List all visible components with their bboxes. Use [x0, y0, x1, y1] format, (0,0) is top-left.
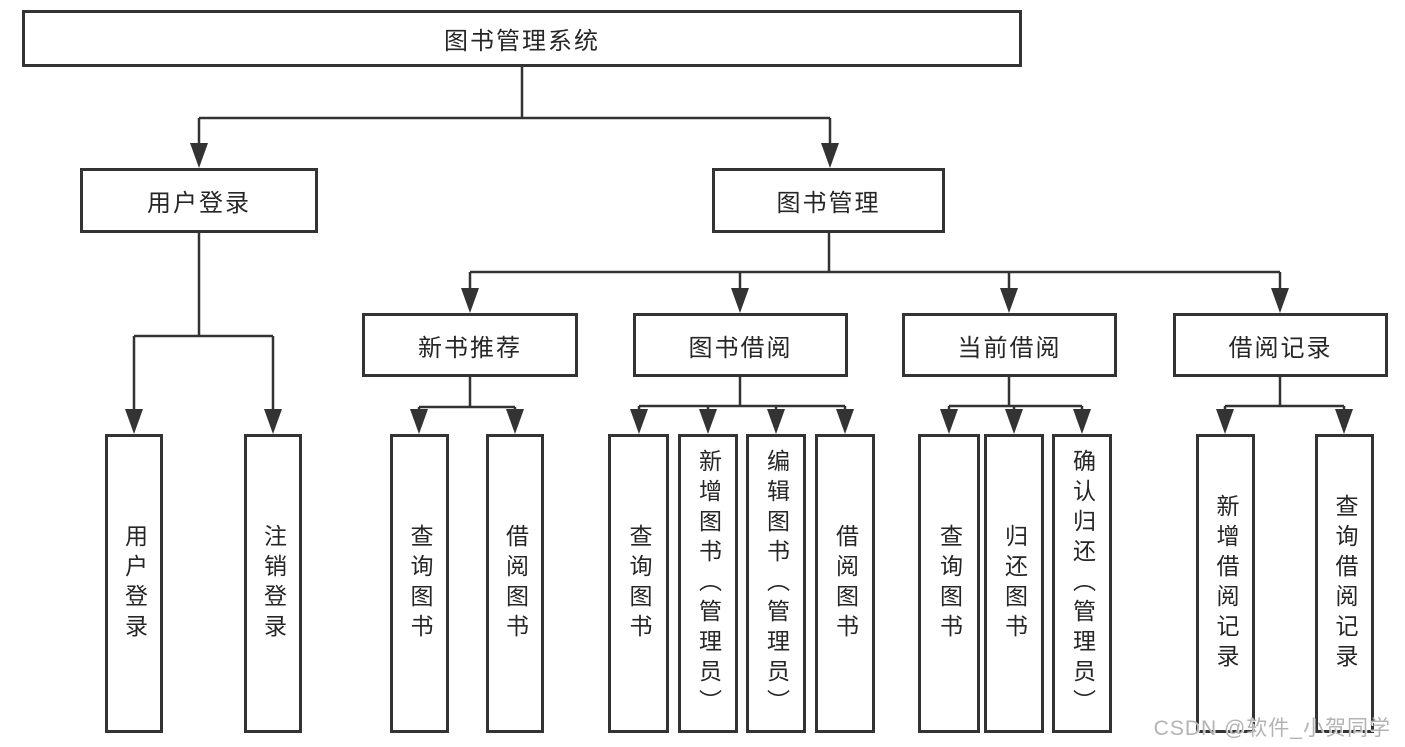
leaf-query-books-recommend: 查询图书: [390, 434, 449, 733]
leaf-label: 查询图书: [407, 523, 433, 644]
leaf-query-books-current: 查询图书: [918, 434, 980, 733]
node-new-book-recommend: 新书推荐: [362, 313, 578, 377]
node-label: 新书推荐: [418, 334, 522, 362]
leaf-label: 归还图书: [1001, 523, 1028, 644]
leaf-query-borrow-record: 查询借阅记录: [1315, 434, 1374, 733]
leaf-label: 查询图书: [626, 523, 652, 644]
leaf-borrow-books: 借阅图书: [815, 434, 875, 733]
node-label: 借阅记录: [1228, 334, 1333, 362]
leaf-label: 查询借阅记录: [1332, 493, 1358, 674]
leaf-query-books-borrowing: 查询图书: [608, 434, 669, 733]
connector-stems: [132, 67, 1346, 414]
node-label: 图书管理: [776, 190, 881, 217]
leaf-label: 编辑图书（管理员）: [763, 448, 790, 719]
leaf-confirm-return-admin: 确认归还（管理员）: [1052, 434, 1112, 733]
leaf-label: 注销登录: [260, 523, 287, 644]
leaf-label: 借阅图书: [502, 523, 529, 644]
csdn-watermark: CSDN @软件_小贺同学: [1153, 717, 1391, 740]
node-book-borrowing: 图书借阅: [633, 313, 848, 377]
arrowhead-icons: [125, 143, 1353, 434]
node-label: 当前借阅: [957, 334, 1062, 362]
leaf-label: 查询图书: [936, 523, 963, 644]
leaf-label: 用户登录: [121, 523, 148, 644]
leaf-label: 借阅图书: [832, 523, 859, 644]
leaf-add-borrow-record: 新增借阅记录: [1196, 434, 1255, 733]
node-user-login: 用户登录: [80, 168, 318, 233]
node-current-borrowing: 当前借阅: [902, 313, 1117, 377]
leaf-borrow-books-recommend: 借阅图书: [486, 434, 544, 733]
leaf-label: 新增借阅记录: [1213, 493, 1239, 674]
node-borrowing-records: 借阅记录: [1173, 313, 1388, 377]
node-book-management: 图书管理: [712, 168, 945, 233]
leaf-label: 确认归还（管理员）: [1069, 448, 1096, 719]
node-label: 用户登录: [147, 190, 251, 217]
node-library-management-system: 图书管理系统: [22, 10, 1022, 67]
leaf-label: 新增图书（管理员）: [695, 448, 722, 719]
leaf-add-books-admin: 新增图书（管理员）: [678, 434, 738, 733]
leaf-edit-books-admin: 编辑图书（管理员）: [746, 434, 806, 733]
leaf-user-login: 用户登录: [105, 434, 163, 733]
leaf-logout: 注销登录: [244, 434, 302, 733]
node-label: 图书管理系统: [444, 28, 600, 55]
node-label: 图书借阅: [688, 334, 793, 362]
leaf-return-books: 归还图书: [984, 434, 1044, 733]
